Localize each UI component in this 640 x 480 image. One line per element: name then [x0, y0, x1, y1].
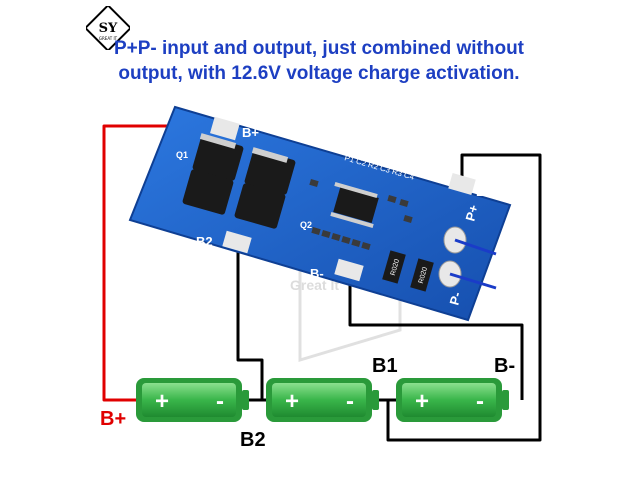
- resistor-2-label: R020: [418, 266, 429, 284]
- wire-b1: [386, 153, 542, 442]
- pad-b1: [448, 173, 476, 195]
- board-label-p-plus: P+: [462, 203, 481, 223]
- wire-label-b2: B2: [240, 429, 266, 451]
- caption: P+P- input and output, just combined wit…: [84, 36, 554, 86]
- pad-b-plus: [210, 116, 240, 141]
- battery-1-minus: -: [216, 388, 224, 415]
- pad-b-minus: [334, 258, 364, 282]
- wire-label-b-minus: B-: [494, 355, 515, 377]
- watermark-text: Great It: [290, 277, 339, 293]
- board-label-q2: Q2: [300, 220, 312, 230]
- board-label-b-minus: B-: [310, 266, 324, 281]
- battery-3-minus: -: [476, 388, 484, 415]
- board-label-p-minus: P-: [446, 290, 464, 307]
- mosfet-q1-group: [182, 133, 296, 229]
- ic-chip: [330, 182, 379, 228]
- battery-1: + -: [136, 378, 249, 422]
- board-label-b1: B1: [476, 184, 493, 199]
- wire-p-plus: [454, 238, 497, 256]
- wire-label-b-plus: B+: [100, 408, 126, 430]
- battery-2-plus: +: [285, 388, 299, 415]
- caption-line-2: output, with 12.6V voltage charge activa…: [118, 63, 520, 84]
- battery-3-plus: +: [415, 388, 429, 415]
- battery-1-plus: +: [155, 388, 169, 415]
- svg-text:GREAT IT: GREAT IT: [99, 36, 118, 41]
- pcb-board: R020 R020 P1 C2 R2 C3 R3 C4 B+ B1 B2 B- …: [128, 105, 512, 322]
- wire-p-minus: [449, 272, 497, 290]
- shunt-resistor-2: R020: [410, 258, 434, 292]
- board-label-q1: Q1: [176, 150, 188, 160]
- battery-2-minus: -: [346, 388, 354, 415]
- wire-b2: [236, 244, 264, 400]
- wire-b-plus: [102, 124, 215, 402]
- smd-components: [309, 179, 413, 250]
- battery-2: + -: [266, 378, 379, 422]
- wire-b-minus: [348, 270, 524, 400]
- battery-3: + -: [396, 378, 509, 422]
- pad-b2: [222, 230, 252, 254]
- brand-logo: SY GREAT IT: [86, 6, 130, 50]
- wire-label-b1: B1: [372, 355, 398, 377]
- caption-line-1: P+P- input and output, just combined wit…: [113, 38, 525, 59]
- resistor-1-label: R020: [390, 258, 401, 276]
- board-label-b2: B2: [196, 234, 213, 249]
- board-label-b-plus: B+: [242, 125, 259, 140]
- shunt-resistor-1: R020: [382, 250, 406, 284]
- svg-text:SY: SY: [99, 21, 118, 36]
